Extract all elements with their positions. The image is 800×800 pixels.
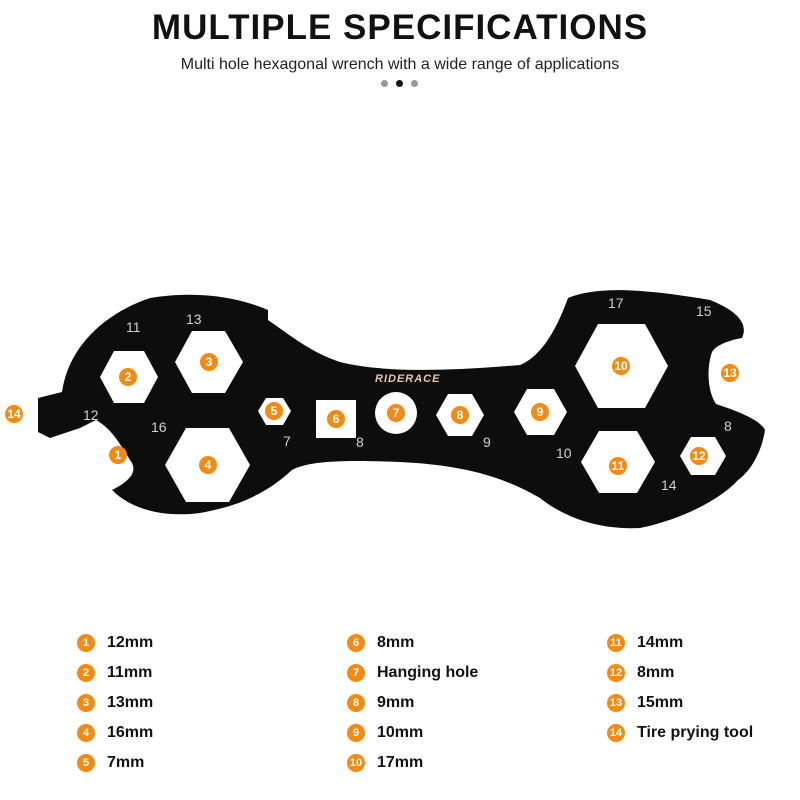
size-number: 17: [608, 295, 624, 311]
size-number: 10: [556, 445, 572, 461]
legend-item: 9 10mm: [347, 718, 478, 748]
legend-badge: 14: [607, 724, 625, 742]
legend-column-1: 1 12mm 2 11mm 3 13mm 4 16mm 5 7mm: [77, 628, 153, 778]
legend-label: 9mm: [377, 694, 415, 711]
carousel-dot-1[interactable]: [381, 80, 388, 87]
legend-item: 1 12mm: [77, 628, 153, 658]
size-number: 15: [696, 303, 712, 319]
badge: 13: [723, 366, 737, 380]
legend-badge: 13: [607, 694, 625, 712]
legend-badge: 9: [347, 724, 365, 742]
badge: 3: [206, 355, 213, 369]
legend-item: 12 8mm: [607, 658, 753, 688]
legend-item: 3 13mm: [77, 688, 153, 718]
page-subtitle: Multi hole hexagonal wrench with a wide …: [180, 56, 620, 73]
badge: 6: [333, 412, 340, 426]
tire-lever-tip: [38, 398, 62, 432]
legend-label: 15mm: [637, 694, 684, 711]
size-number: 14: [661, 477, 677, 493]
badge-group: 1 2 3 4 5 6 7 8 9 10 11 12 13 14: [5, 353, 739, 475]
legend-item: 14 Tire prying tool: [607, 718, 753, 748]
legend-item: 8 9mm: [347, 688, 478, 718]
legend-label: 7mm: [107, 754, 145, 771]
legend-item: 11 14mm: [607, 628, 753, 658]
badge: 4: [205, 458, 212, 472]
carousel-dots: [381, 80, 418, 87]
badge: 5: [271, 404, 278, 418]
legend-badge: 4: [77, 724, 95, 742]
legend-label: 16mm: [107, 724, 154, 741]
carousel-dot-3[interactable]: [411, 80, 418, 87]
wrench-body: [38, 290, 765, 529]
size-number: 8: [724, 418, 732, 434]
badge: 9: [537, 405, 544, 419]
legend-badge: 7: [347, 664, 365, 682]
size-number: 12: [83, 407, 99, 423]
page-title: MULTIPLE SPECIFICATIONS: [151, 8, 649, 47]
badge: 1: [115, 448, 122, 462]
legend-item: 5 7mm: [77, 748, 153, 778]
size-number: 7: [283, 433, 291, 449]
legend-label: Hanging hole: [377, 664, 479, 681]
legend-label: Tire prying tool: [637, 724, 754, 741]
legend-item: 7 Hanging hole: [347, 658, 478, 688]
badge: 14: [7, 407, 21, 421]
legend-badge: 3: [77, 694, 95, 712]
legend-badge: 8: [347, 694, 365, 712]
legend-item: 6 8mm: [347, 628, 478, 658]
badge: 2: [125, 370, 132, 384]
legend-column-3: 11 14mm 12 8mm 13 15mm 14 Tire prying tool: [607, 628, 753, 748]
size-number: 9: [483, 434, 491, 450]
legend-column-2: 6 8mm 7 Hanging hole 8 9mm 9 10mm 10 17mm: [347, 628, 478, 778]
badge: 12: [692, 449, 706, 463]
size-number: 8: [356, 434, 364, 450]
legend-badge: 2: [77, 664, 95, 682]
legend-label: 14mm: [637, 634, 684, 651]
badge: 11: [612, 459, 625, 473]
badge: 10: [614, 359, 628, 373]
legend-badge: 12: [607, 664, 625, 682]
legend-badge: 5: [77, 754, 95, 772]
legend-item: 4 16mm: [77, 718, 153, 748]
size-number: 11: [126, 319, 141, 335]
legend-item: 13 15mm: [607, 688, 753, 718]
brand-logo: RIDERACE: [375, 373, 440, 385]
legend-label: 10mm: [377, 724, 424, 741]
legend-badge: 10: [347, 754, 365, 772]
legend-label: 13mm: [107, 694, 154, 711]
badge: 8: [457, 408, 464, 422]
carousel-dot-2[interactable]: [396, 80, 403, 87]
legend-item: 10 17mm: [347, 748, 478, 778]
legend-badge: 1: [77, 634, 95, 652]
size-number: 13: [186, 311, 202, 327]
legend-label: 11mm: [107, 664, 153, 681]
legend-label: 12mm: [107, 634, 154, 651]
badge: 7: [393, 406, 400, 420]
legend-badge: 6: [347, 634, 365, 652]
wrench-illustration: RIDERACE 11 13 12 16 7 8 9 10 17 15 8 14…: [5, 290, 765, 529]
legend-item: 2 11mm: [77, 658, 153, 688]
legend-badge: 11: [607, 634, 625, 652]
size-number: 16: [151, 419, 167, 435]
legend-label: 17mm: [377, 754, 424, 771]
legend-label: 8mm: [637, 664, 675, 681]
legend-label: 8mm: [377, 634, 415, 651]
